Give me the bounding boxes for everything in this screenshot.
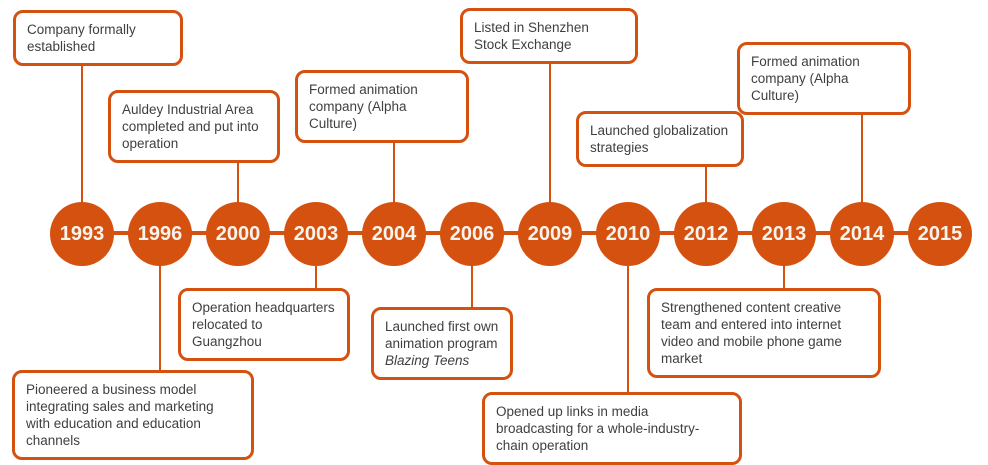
- year-label: 1996: [137, 222, 183, 245]
- connector-2010: [627, 266, 629, 412]
- year-node-2010: 2010: [596, 202, 660, 266]
- event-text-2010: Opened up links in media broadcasting fo…: [496, 404, 700, 453]
- year-label: 2003: [293, 222, 339, 245]
- year-node-2000: 2000: [206, 202, 270, 266]
- event-title-italic-2006: Blazing Teens: [385, 353, 470, 368]
- event-text-2014: Formed animation company (Alpha Culture): [751, 54, 860, 103]
- event-card-2014: Formed animation company (Alpha Culture): [737, 42, 911, 115]
- year-node-1993: 1993: [50, 202, 114, 266]
- event-card-2009: Listed in Shenzhen Stock Exchange: [460, 8, 638, 64]
- connector-1996: [159, 266, 161, 390]
- year-node-2012: 2012: [674, 202, 738, 266]
- event-text-2012: Launched globalization strategies: [590, 123, 729, 155]
- event-text-2013: Strengthened content creative team and e…: [661, 300, 842, 366]
- year-node-2003: 2003: [284, 202, 348, 266]
- year-node-2004: 2004: [362, 202, 426, 266]
- event-card-1993: Company formally established: [13, 10, 183, 66]
- year-node-2015: 2015: [908, 202, 972, 266]
- event-text-2000: Auldey Industrial Area completed and put…: [122, 102, 259, 151]
- event-text-1996: Pioneered a business model integrating s…: [26, 382, 214, 448]
- event-text-2003: Operation headquarters relocated to Guan…: [192, 300, 335, 349]
- year-node-2009: 2009: [518, 202, 582, 266]
- event-card-2004: Formed animation company (Alpha Culture): [295, 70, 469, 143]
- year-label: 2006: [449, 222, 495, 245]
- event-card-1996: Pioneered a business model integrating s…: [12, 370, 254, 460]
- year-node-2014: 2014: [830, 202, 894, 266]
- connector-2004: [393, 90, 395, 202]
- year-label: 2009: [527, 222, 573, 245]
- connector-2014: [861, 60, 863, 202]
- event-text-2004: Formed animation company (Alpha Culture): [309, 82, 418, 131]
- event-text-2009: Listed in Shenzhen Stock Exchange: [474, 20, 589, 52]
- timeline-axis: [82, 231, 940, 235]
- event-card-2000: Auldey Industrial Area completed and put…: [108, 90, 280, 163]
- year-label: 2000: [215, 222, 261, 245]
- year-node-2013: 2013: [752, 202, 816, 266]
- year-label: 2004: [371, 222, 417, 245]
- event-text-1993: Company formally established: [27, 22, 136, 54]
- connector-2003: [315, 266, 317, 308]
- year-label: 2014: [839, 222, 885, 245]
- year-node-1996: 1996: [128, 202, 192, 266]
- event-card-2013: Strengthened content creative team and e…: [647, 288, 881, 378]
- event-card-2010: Opened up links in media broadcasting fo…: [482, 392, 742, 465]
- year-node-2006: 2006: [440, 202, 504, 266]
- year-label: 2015: [917, 222, 963, 245]
- connector-2006: [471, 266, 473, 327]
- event-card-2003: Operation headquarters relocated to Guan…: [178, 288, 350, 361]
- event-text-2006: Launched first own animation program: [385, 319, 499, 351]
- year-label: 2012: [683, 222, 729, 245]
- connector-1993: [81, 30, 83, 202]
- year-label: 1993: [59, 222, 105, 245]
- connector-2009: [549, 30, 551, 202]
- year-label: 2010: [605, 222, 651, 245]
- event-card-2012: Launched globalization strategies: [576, 111, 744, 167]
- event-card-2006: Launched first own animation program Bla…: [371, 307, 513, 380]
- year-label: 2013: [761, 222, 807, 245]
